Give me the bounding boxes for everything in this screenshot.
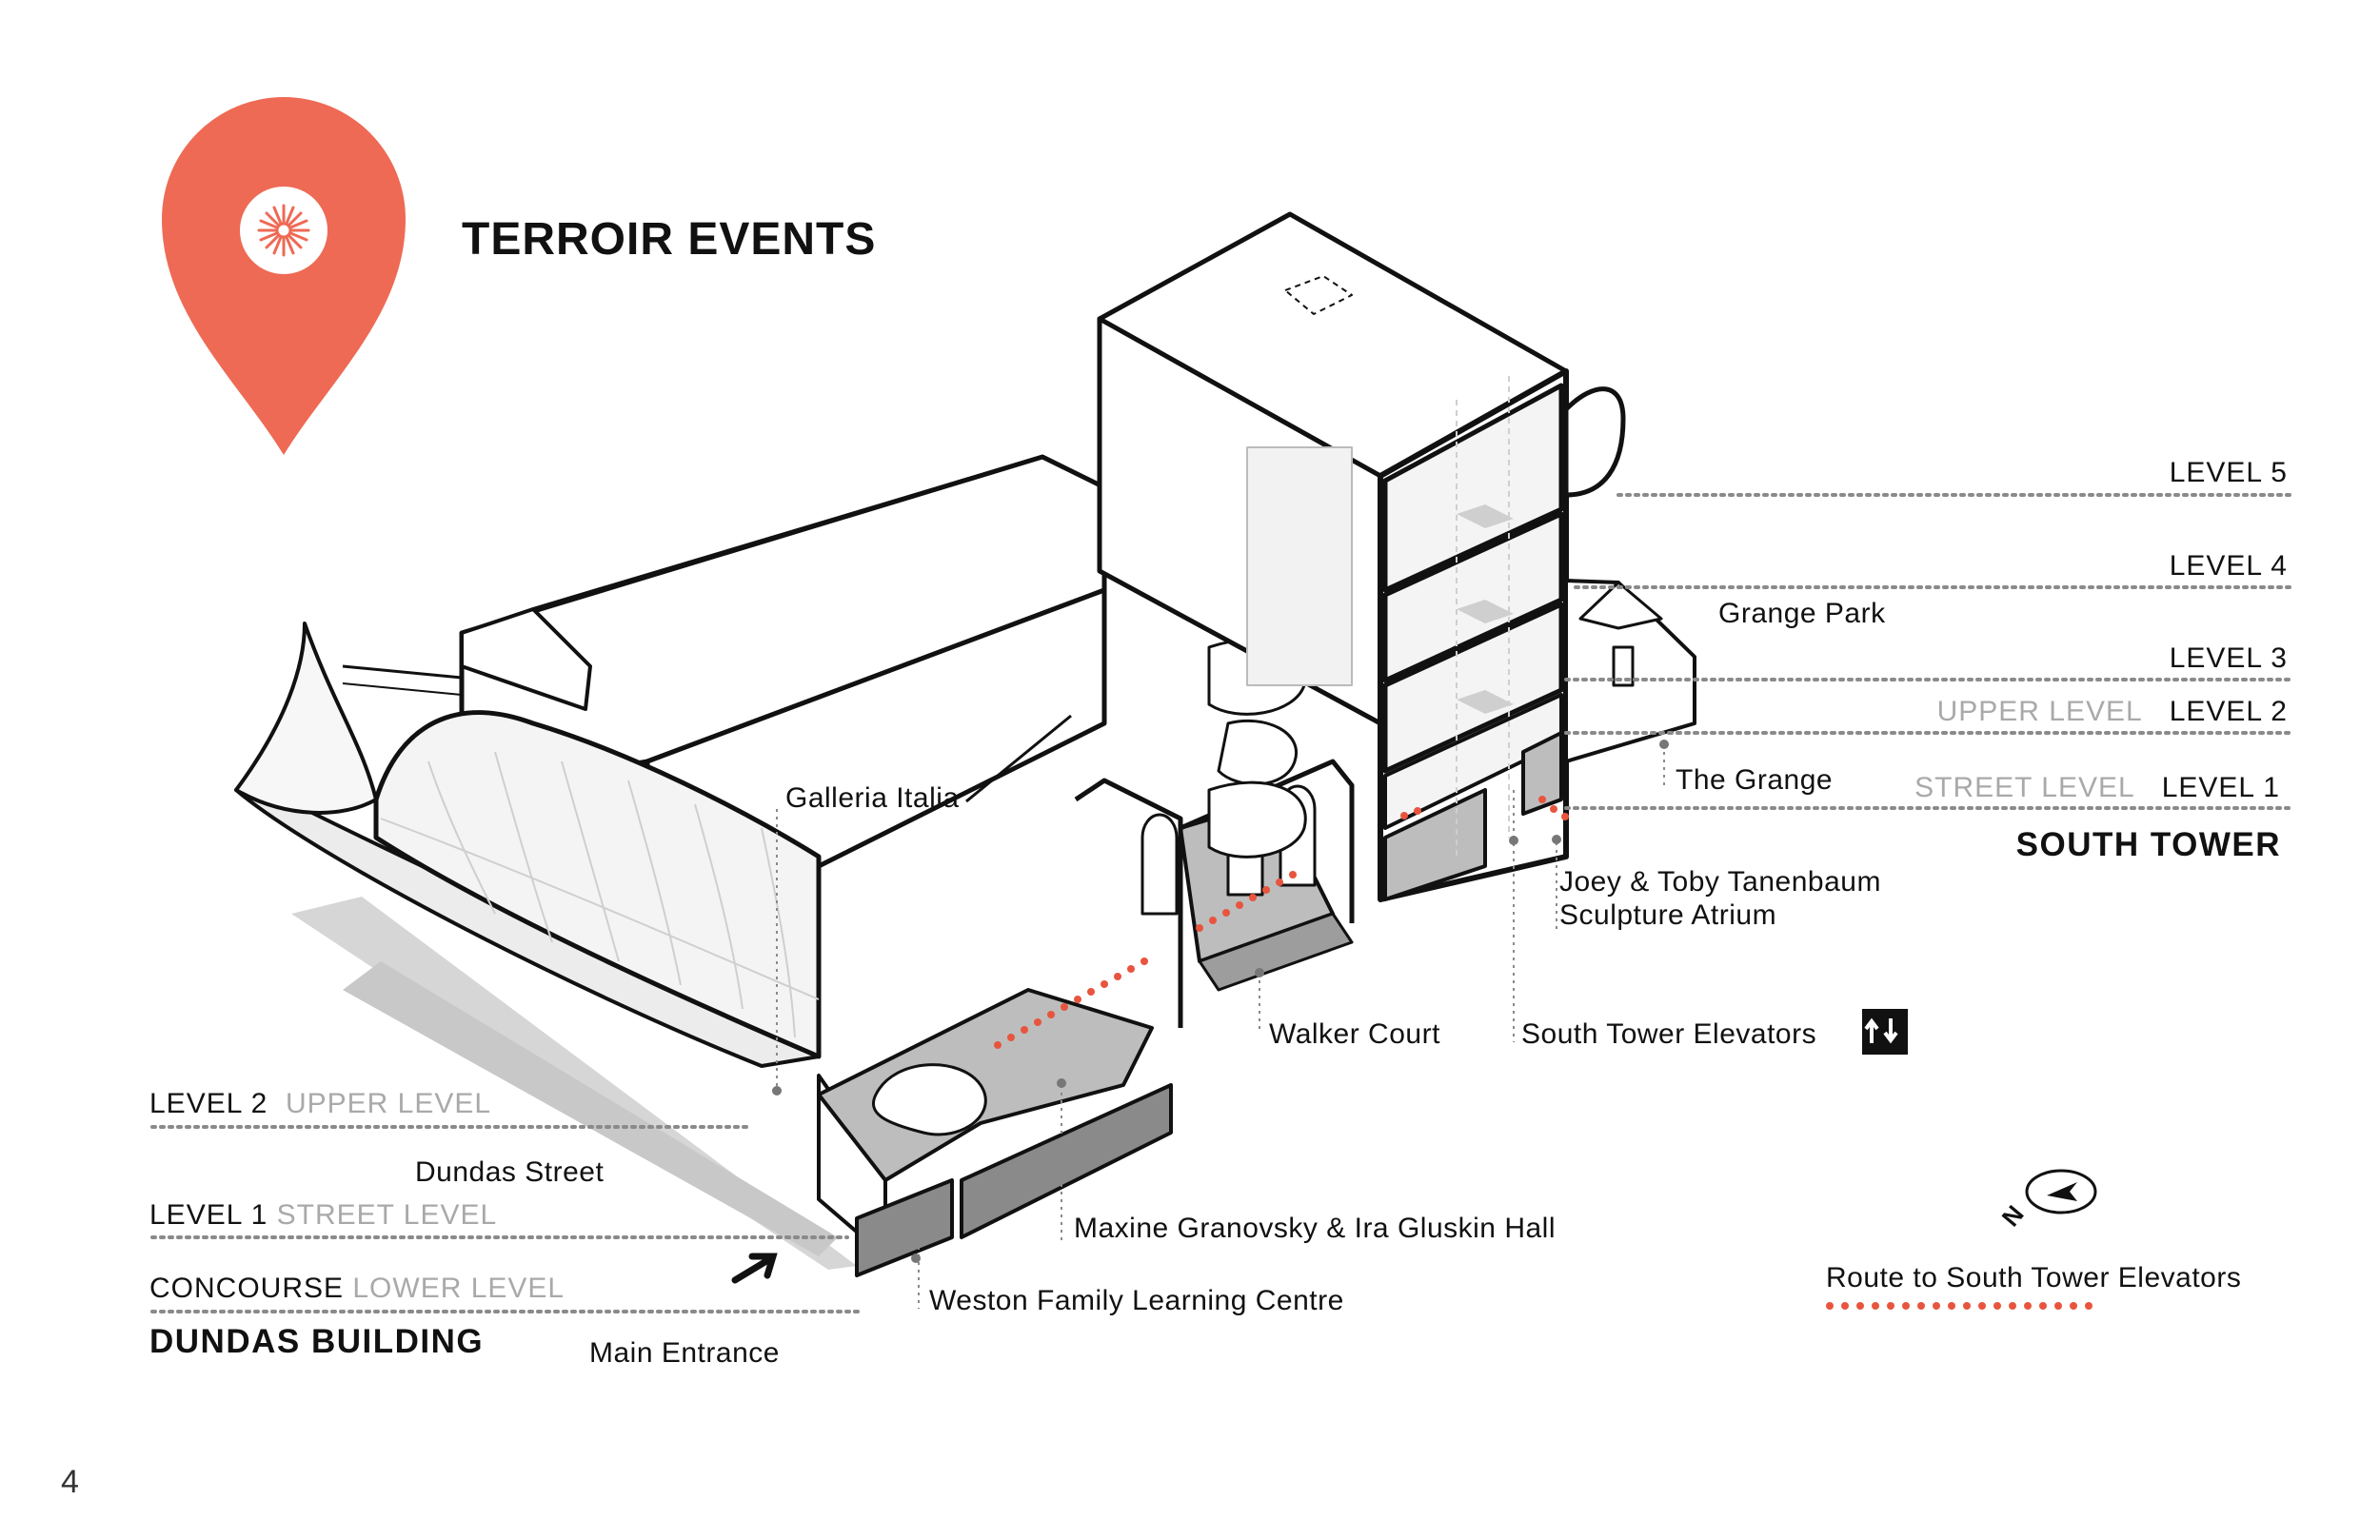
leader-lines [150,493,2291,1313]
level-alias: UPPER LEVEL [285,1088,492,1119]
south-tower-heading: SOUTH TOWER [2015,826,2281,863]
entrance-arrow-icon [731,1253,778,1284]
label-dundas-street: Dundas Street [415,1156,605,1188]
dundas-concourse: CONCOURSE LOWER LEVEL [149,1273,565,1305]
label-joey-toby-line2: Sculpture Atrium [1559,899,1777,931]
label-south-tower-elevators: South Tower Elevators [1521,1018,1817,1050]
level-alias: UPPER LEVEL [1936,696,2143,727]
level-label: LEVEL 3 [2169,642,2288,674]
level-label: LEVEL 2 [149,1088,268,1119]
glass-vault [234,622,822,1068]
route-legend-dots [1826,1302,2092,1310]
label-the-grange: The Grange [1676,764,1834,796]
level-alias: LOWER LEVEL [352,1273,565,1304]
level-label: CONCOURSE [149,1273,345,1304]
north-arrow-icon [2025,1169,2097,1214]
dundas-level-1: LEVEL 1 STREET LEVEL [149,1199,497,1232]
level-label: LEVEL 5 [2169,457,2288,488]
page-number: 4 [61,1464,80,1500]
legend-route-label: Route to South Tower Elevators [1826,1262,2242,1293]
map-pin-icon [162,97,406,455]
south-level-2: UPPER LEVEL LEVEL 2 [1937,696,2288,728]
label-joey-toby-line1: Joey & Toby Tanenbaum [1559,866,1881,898]
dundas-level-2: LEVEL 2 UPPER LEVEL [149,1088,491,1120]
south-tower-section [1378,368,1569,902]
label-walker-court: Walker Court [1269,1018,1440,1050]
building-drawing [234,211,1696,1277]
exterior-stair [1563,386,1626,498]
south-level-1: STREET LEVEL LEVEL 1 [1914,772,2280,804]
level-label: LEVEL 1 [2161,772,2280,803]
route-dots [994,796,1569,1049]
level-label: LEVEL 4 [2169,550,2288,582]
page-title: TERROIR EVENTS [462,214,877,265]
level-alias: STREET LEVEL [276,1199,498,1231]
dundas-level1-floor [817,988,1154,1182]
label-weston-centre: Weston Family Learning Centre [929,1285,1344,1316]
callout-dots [772,740,1669,1263]
dundas-building-heading: DUNDAS BUILDING [149,1323,485,1360]
concourse-floor [855,1178,954,1277]
level-label: LEVEL 1 [149,1199,268,1231]
south-level-4: LEVEL 4 [2170,550,2288,582]
label-galleria-italia: Galleria Italia [785,782,960,814]
south-level-5: LEVEL 5 [2170,457,2288,489]
south-level-3: LEVEL 3 [2170,642,2288,675]
level-alias: STREET LEVEL [1914,772,2135,803]
elevator-updown-icon [1862,1009,1908,1055]
label-maxine-hall: Maxine Granovsky & Ira Gluskin Hall [1074,1213,1556,1244]
skylight [1284,275,1353,315]
level-label: LEVEL 2 [2169,696,2288,727]
label-main-entrance: Main Entrance [589,1337,780,1369]
spiral-sculpture [872,1063,987,1136]
label-grange-park: Grange Park [1718,598,1886,629]
